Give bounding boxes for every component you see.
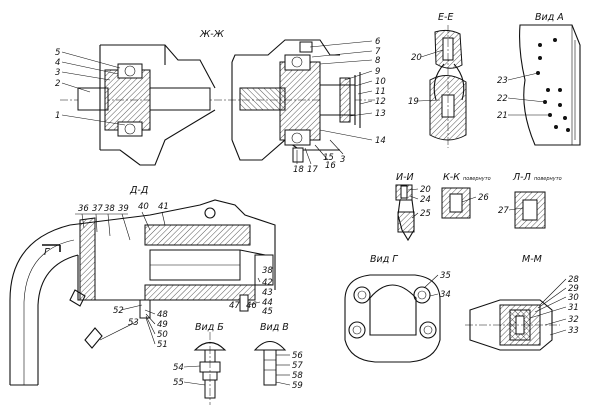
callout: 48: [157, 310, 168, 320]
view-g-title: Вид Г: [370, 254, 398, 265]
view-ll: Л-Л повернуто 27: [498, 172, 562, 229]
callout: 33: [568, 326, 579, 336]
callout: 7: [375, 47, 381, 57]
callout: 44: [262, 298, 273, 308]
callout: 43: [262, 288, 273, 298]
zh-callouts-left: 5 4 3 2 1: [55, 48, 126, 126]
callout: 2: [55, 79, 60, 89]
dd-callouts-bottom: 52 53 48 49 50 51 47 46 44 45 42 43 38: [99, 266, 273, 350]
view-dd: Д-Д Г 36 37 38 39 40 41: [9, 185, 276, 386]
callout: 4: [55, 58, 60, 68]
callout: 24: [420, 195, 431, 205]
callout: 42: [262, 278, 273, 288]
view-kk: К-К повернуто 26: [441, 172, 491, 219]
callout: 14: [375, 136, 386, 146]
callout: 49: [157, 320, 168, 330]
callout: 55: [173, 378, 184, 388]
view-dd-title: Д-Д: [129, 185, 148, 196]
view-mm: М-М 28 29 30 31 32 33: [465, 254, 579, 351]
view-mm-title: М-М: [522, 254, 542, 265]
callout: 54: [173, 363, 184, 373]
dd-callouts-top: 36 37 38 39 40 41: [75, 202, 169, 241]
callout: 39: [118, 204, 129, 214]
callout: 19: [408, 97, 419, 107]
view-g: Вид Г 35 34: [344, 254, 451, 363]
callout: 18: [293, 165, 304, 175]
view-ii: И-И 20 24 25: [395, 172, 431, 242]
view-ee: Е-Е 20 19: [408, 12, 467, 148]
callout: 8: [375, 56, 381, 66]
callout: 52: [113, 306, 124, 316]
view-ll-title: Л-Л: [512, 172, 531, 183]
callout: 58: [292, 371, 303, 381]
view-a-title: Вид А: [535, 12, 564, 23]
callout: 46: [246, 301, 257, 311]
callout: 50: [157, 330, 168, 340]
callout: 29: [568, 284, 579, 294]
callout: 35: [440, 271, 451, 281]
callout: 10: [375, 77, 386, 87]
callout: 31: [568, 303, 579, 313]
callout: 22: [497, 94, 508, 104]
callout: 36: [78, 204, 89, 214]
view-zh: Ж-Ж 5: [55, 29, 386, 175]
callout: 20: [420, 185, 431, 195]
callout: 34: [440, 290, 451, 300]
view-v: Вид В 56 57 58 59: [253, 322, 303, 391]
callout: 41: [158, 202, 169, 212]
view-v-title: Вид В: [260, 322, 289, 333]
callout: 17: [307, 165, 318, 175]
callout: 1: [55, 111, 60, 121]
callout: 51: [157, 340, 168, 350]
callout: 37: [92, 204, 103, 214]
callout: 56: [292, 351, 303, 361]
view-kk-suffix: повернуто: [463, 176, 491, 182]
callout: 59: [292, 381, 303, 391]
view-marker-g: Г: [44, 247, 50, 258]
callout: 40: [138, 202, 149, 212]
callout: 45: [262, 307, 273, 317]
callout: 28: [568, 275, 579, 285]
callout: 20: [411, 53, 422, 63]
view-zh-title: Ж-Ж: [199, 29, 225, 40]
callout: 13: [375, 109, 386, 119]
callout: 3: [340, 155, 345, 165]
callout: 38: [262, 266, 273, 276]
callout: 11: [375, 87, 386, 97]
callout: 32: [568, 315, 579, 325]
view-a: Вид А 23 22 21: [497, 12, 581, 146]
zh-callouts-right: 6 7 8 9 10 11 12 13 14 18 17 16 15 3: [293, 37, 386, 175]
view-kk-title: К-К: [443, 172, 461, 183]
callout: 5: [55, 48, 60, 58]
callout: 6: [375, 37, 381, 47]
view-b-title: Вид Б: [195, 322, 224, 333]
callout: 15: [323, 153, 334, 163]
view-ee-title: Е-Е: [438, 12, 453, 23]
callout: 38: [104, 204, 115, 214]
callout: 12: [375, 97, 386, 107]
callout: 30: [568, 293, 579, 303]
view-ii-title: И-И: [396, 172, 414, 183]
callout: 16: [325, 161, 336, 171]
callout: 26: [478, 193, 489, 203]
callout: 23: [497, 76, 508, 86]
view-b: Вид Б 54 55: [173, 322, 227, 405]
callout: 3: [55, 68, 60, 78]
callout: 21: [497, 111, 508, 121]
callout: 25: [420, 209, 431, 219]
callout: 57: [292, 361, 303, 371]
callout: 27: [498, 206, 509, 216]
view-ll-suffix: повернуто: [534, 176, 562, 182]
callout: 9: [375, 67, 380, 77]
callout: 47: [229, 301, 240, 311]
